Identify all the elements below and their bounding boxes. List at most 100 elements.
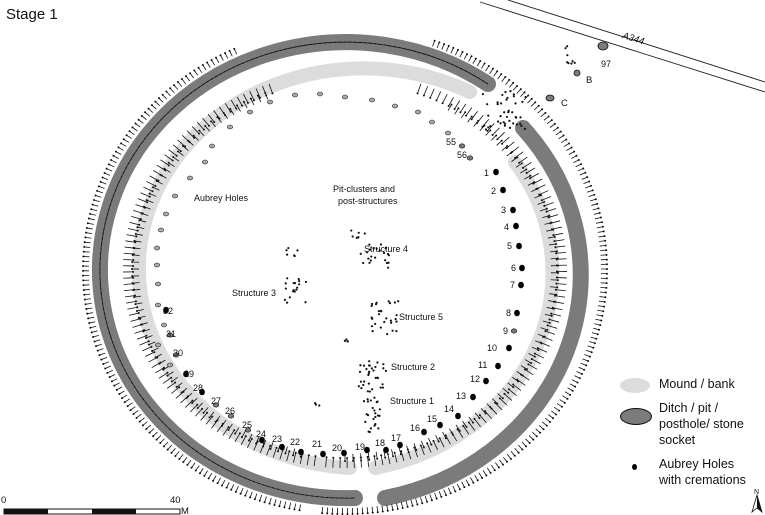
aubrey-hole xyxy=(458,143,466,149)
aubrey-hole xyxy=(429,119,435,125)
hole-number: 23 xyxy=(272,434,282,444)
aubrey-hole xyxy=(320,450,326,458)
hole-number: 8 xyxy=(506,308,511,318)
hole-number: 32 xyxy=(163,306,173,316)
road-label: A344 xyxy=(620,30,645,47)
aubrey-hole xyxy=(437,421,443,429)
bank-mound xyxy=(132,61,560,475)
hole-number: 6 xyxy=(511,263,516,273)
scale-start: 0 xyxy=(1,495,6,506)
hole-number: 19 xyxy=(355,442,365,452)
aubrey-hole xyxy=(163,306,169,314)
aubrey-hole xyxy=(506,344,512,352)
aubrey-hole xyxy=(161,322,167,328)
structure-3-label: Structure 3 xyxy=(232,288,276,298)
hole-number: 15 xyxy=(427,414,437,424)
aubrey-hole xyxy=(342,94,348,100)
aubrey-holes xyxy=(154,91,525,458)
aubrey-hole xyxy=(259,436,265,444)
hole-number: 2 xyxy=(491,186,496,196)
hole-number: 29 xyxy=(184,369,194,379)
aubrey-hole xyxy=(247,109,253,115)
aubrey-hole xyxy=(518,281,524,289)
ditch-swatch xyxy=(620,408,652,425)
aubrey-hole xyxy=(227,413,235,419)
aubrey-hole xyxy=(166,332,174,338)
aubrey-hole xyxy=(483,377,489,385)
aubrey-hole xyxy=(383,446,389,454)
mound-swatch xyxy=(620,378,650,393)
aubrey-hole xyxy=(298,448,304,456)
hole-number: 14 xyxy=(444,404,454,414)
aubrey-hole xyxy=(317,91,323,97)
road-a344: A344 xyxy=(479,0,765,93)
scale-bar: 0 40 M xyxy=(1,495,189,515)
structure-5-label: Structure 5 xyxy=(399,312,443,322)
stone-97 xyxy=(597,41,609,51)
hole-number: 21 xyxy=(312,439,322,449)
hole-number: 16 xyxy=(410,423,420,433)
aubrey-hole xyxy=(202,159,208,165)
cremation-dot-icon xyxy=(632,464,637,470)
hole-number: 11 xyxy=(478,360,487,370)
structure-1-label: Structure 1 xyxy=(390,396,434,406)
aubrey-hole xyxy=(397,441,403,449)
aubrey-hole xyxy=(516,242,522,250)
aubrey-hole xyxy=(519,264,525,272)
hole-number: 17 xyxy=(391,433,401,443)
outer-ditch xyxy=(92,34,589,507)
aubrey-hole xyxy=(415,109,421,115)
stone-b-label: B xyxy=(586,75,592,86)
hole-number: 24 xyxy=(256,429,266,439)
hole-number: 22 xyxy=(290,437,300,447)
bank-hachures xyxy=(123,83,567,468)
aubrey-hole xyxy=(154,245,160,251)
legend-ditch-label: Ditch / pit / posthole/ stone socket xyxy=(659,401,744,447)
aubrey-hole xyxy=(199,388,205,396)
north-arrow-fill xyxy=(757,495,762,512)
aubrey-hole xyxy=(510,328,518,334)
aubrey-hole xyxy=(369,97,375,103)
aubrey-hole xyxy=(513,222,519,230)
aubrey-holes-label: Aubrey Holes xyxy=(194,193,249,203)
hole-number: 13 xyxy=(456,391,466,401)
aubrey-hole xyxy=(183,370,189,378)
aubrey-hole xyxy=(466,155,474,161)
aubrey-hole xyxy=(364,446,370,454)
legend-cremation: Aubrey Holes with cremations xyxy=(620,456,760,508)
aubrey-hole xyxy=(155,302,161,308)
stone-sockets: 97 B C xyxy=(545,41,611,109)
stone-c-label: C xyxy=(561,98,568,109)
hole-number: 55 xyxy=(446,137,456,147)
aubrey-hole xyxy=(470,393,476,401)
stage-title: Stage 1 xyxy=(6,6,58,23)
aubrey-hole xyxy=(421,428,427,436)
aubrey-hole xyxy=(244,427,252,433)
aubrey-hole xyxy=(158,227,164,233)
hole-number: 7 xyxy=(510,280,515,290)
hole-number: 10 xyxy=(487,343,497,353)
aubrey-hole xyxy=(163,211,169,217)
aubrey-hole xyxy=(187,175,193,181)
aubrey-hole xyxy=(227,124,233,130)
aubrey-hole xyxy=(267,99,273,105)
hole-number: 5 xyxy=(507,241,512,251)
legend-mound: Mound / bank xyxy=(620,376,760,396)
legend-cremation-label: Aubrey Holes with cremations xyxy=(659,457,746,487)
hole-number: 20 xyxy=(332,443,342,453)
aubrey-hole xyxy=(155,281,161,287)
hole-number: 18 xyxy=(375,438,385,448)
scale-unit: M xyxy=(181,506,189,515)
hole-number: 12 xyxy=(470,374,480,384)
legend-mound-label: Mound / bank xyxy=(659,377,735,391)
hole-number: 28 xyxy=(193,383,203,393)
structure-4-label: Structure 4 xyxy=(364,244,408,254)
hole-number: 31 xyxy=(166,329,176,339)
ditch-hachures xyxy=(82,39,608,515)
hole-number: 56 xyxy=(457,150,467,160)
hole-number: 26 xyxy=(225,406,235,416)
aubrey-hole xyxy=(292,92,298,98)
hole-number: 4 xyxy=(504,222,509,232)
